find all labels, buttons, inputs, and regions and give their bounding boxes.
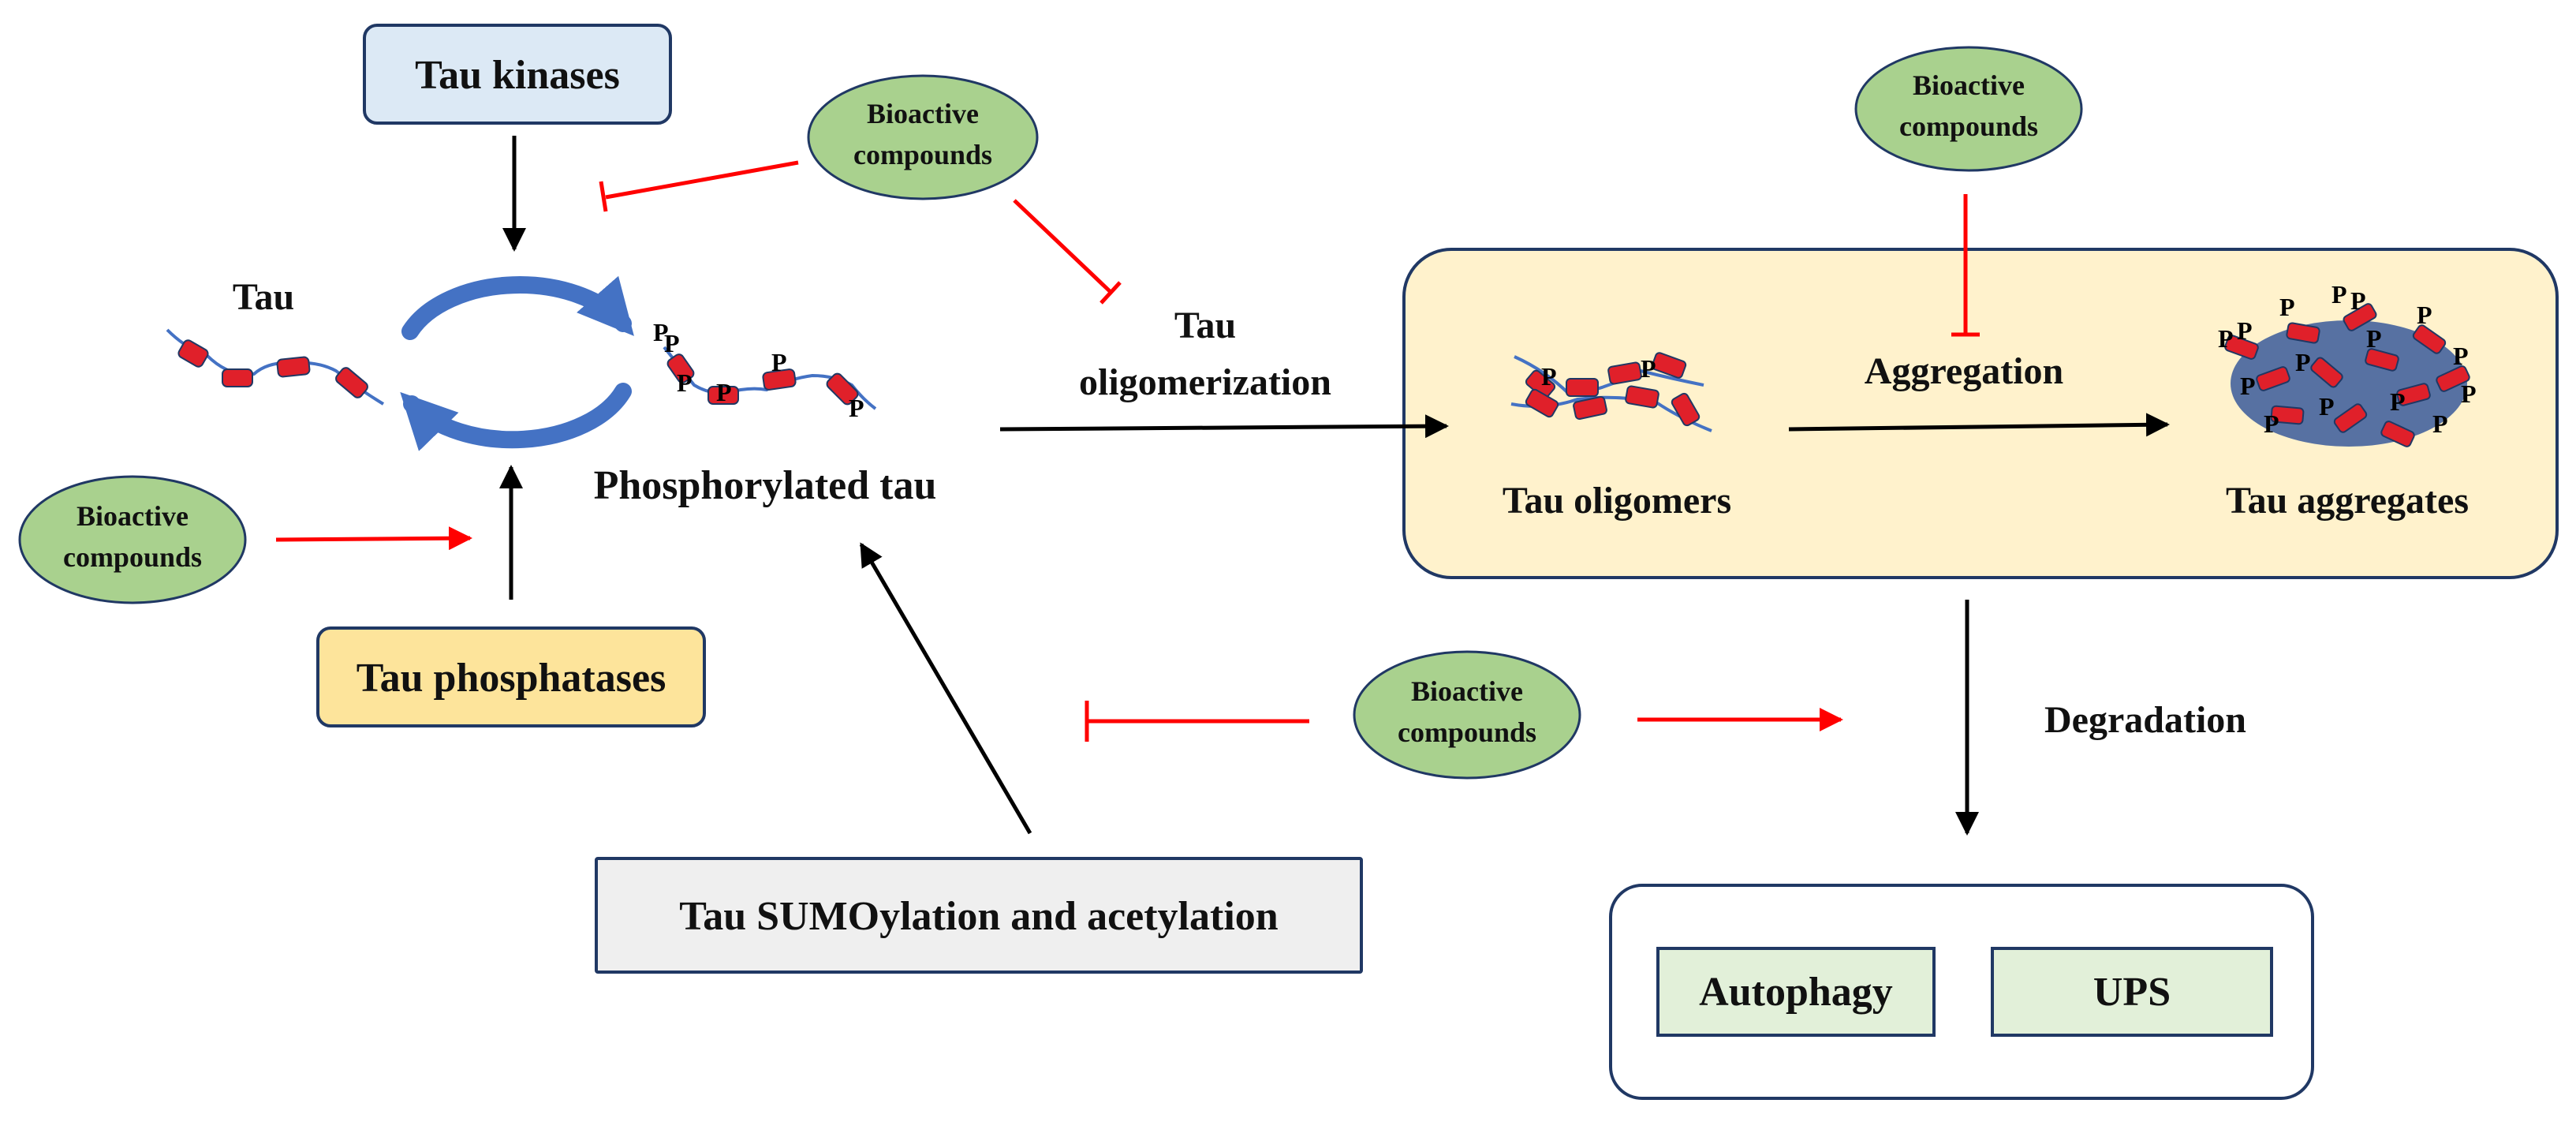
phospho-mark: P: [771, 348, 787, 376]
phospho-mark: P: [849, 394, 864, 422]
autophagy-box: Autophagy: [1656, 947, 1936, 1037]
phospho-mark: P: [2240, 372, 2256, 400]
bioactive-compounds-3: Bioactive compounds: [18, 475, 247, 604]
tau-oligomers-icon: P P: [1510, 352, 1712, 432]
phospho-mark: P: [2279, 293, 2295, 321]
phosphorylation-cycle-icon: [400, 275, 634, 451]
inhibit-kinase: [599, 160, 799, 212]
svg-text:compounds: compounds: [853, 139, 992, 170]
phospho-mark: P: [677, 368, 693, 397]
tau-kinases-label: Tau kinases: [415, 53, 620, 98]
phospho-mark: P: [2319, 392, 2335, 421]
svg-text:Bioactive: Bioactive: [1411, 675, 1523, 707]
phospho-mark: P: [2461, 380, 2477, 408]
svg-text:compounds: compounds: [1398, 716, 1536, 748]
svg-text:Bioactive: Bioactive: [77, 500, 189, 532]
phospho-mark: P: [653, 318, 669, 346]
ups-label: UPS: [2093, 970, 2171, 1015]
phospho-mark: P: [2237, 316, 2253, 345]
degradation-label: Degradation: [2044, 699, 2246, 741]
tau-aggregates-label: Tau aggregates: [2226, 480, 2469, 522]
tau-protein-icon: [166, 328, 385, 406]
tau-aggregates-icon: P P P P P P P P P P P P P P P: [2218, 280, 2477, 447]
phosphorylated-tau-icon: P P P P P P: [653, 318, 877, 422]
svg-text:compounds: compounds: [63, 541, 202, 573]
bioactive-compounds-4: Bioactive compounds: [1353, 650, 1581, 780]
sumoylation-arrow: [859, 542, 1032, 835]
inhibit-oligomerization: [1013, 199, 1122, 305]
phospho-mark: P: [2417, 301, 2432, 329]
svg-text:compounds: compounds: [1899, 110, 2038, 142]
degradation-panel: Autophagy UPS: [1609, 884, 2314, 1100]
aggregation-panel: [1402, 248, 2559, 579]
phospho-mark: P: [2432, 410, 2448, 438]
phospho-mark: P: [2264, 410, 2279, 438]
phospho-mark: P: [2350, 286, 2366, 315]
aggregation-arrow: [1788, 413, 2170, 437]
svg-text:Bioactive: Bioactive: [1913, 69, 2025, 101]
bioactive-compounds-1: Bioactive compounds: [807, 74, 1039, 200]
activate-phosphatase-arrow: [275, 526, 472, 551]
phospho-mark: P: [2453, 342, 2469, 370]
tau-oligomers-label: Tau oligomers: [1503, 480, 1731, 522]
phospho-mark: P: [1641, 354, 1656, 383]
autophagy-label: Autophagy: [1699, 970, 1893, 1015]
svg-text:Bioactive: Bioactive: [867, 98, 979, 129]
inhibit-aggregation: [1951, 194, 1980, 337]
tau-kinases-box: Tau kinases: [363, 24, 672, 125]
tau-label: Tau: [233, 276, 294, 318]
phospho-mark: P: [2366, 324, 2382, 353]
tau-oligomerization-label-1: Tau: [1174, 305, 1236, 346]
phospho-mark: P: [664, 329, 680, 357]
phospho-mark: P: [2295, 348, 2311, 376]
tau-sumoylation-box: Tau SUMOylation and acetylation: [595, 857, 1363, 974]
phospho-mark: P: [716, 378, 732, 406]
inhibit-sumoylation: [1085, 701, 1309, 742]
ups-box: UPS: [1991, 947, 2273, 1037]
tau-oligomerization-label-2: oligomerization: [1079, 361, 1331, 403]
phosphorylated-tau-label: Phosphorylated tau: [594, 463, 937, 508]
tau-sumoylation-label: Tau SUMOylation and acetylation: [679, 894, 1278, 939]
aggregation-label: Aggregation: [1865, 350, 2063, 392]
phospho-mark: P: [2331, 280, 2347, 309]
bioactive-compounds-2: Bioactive compounds: [1854, 46, 2083, 172]
phospho-mark: P: [1541, 362, 1557, 391]
tau-phosphatases-box: Tau phosphatases: [316, 626, 706, 727]
oligomerization-arrow: [999, 414, 1449, 439]
phospho-mark: P: [2390, 387, 2406, 416]
phospho-mark: P: [2218, 324, 2234, 353]
tau-phosphatases-label: Tau phosphatases: [357, 656, 666, 701]
